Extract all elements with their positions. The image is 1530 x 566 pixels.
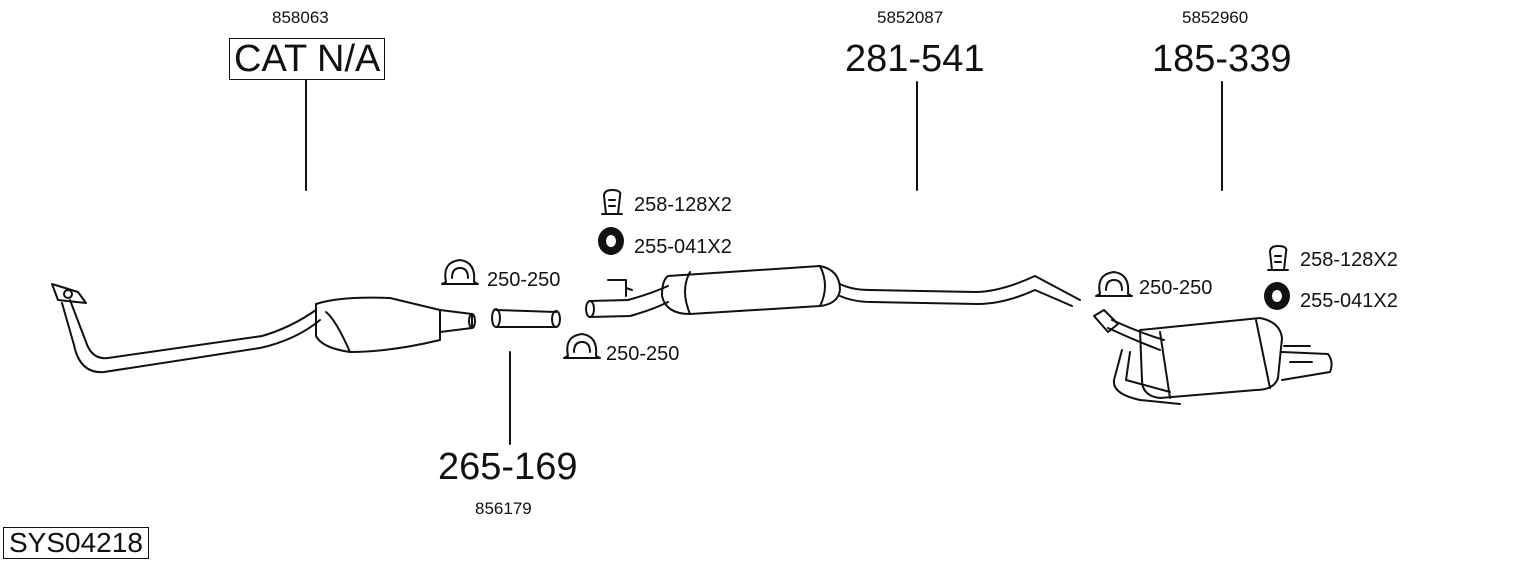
part-number-rear-silencer: 185-339 xyxy=(1152,38,1292,80)
bracket-icon xyxy=(1267,245,1289,271)
accessory-label-bracket: 258-128X2 xyxy=(1300,249,1398,271)
rubber-hanger-icon xyxy=(598,227,624,255)
accessory-label-clamp: 250-250 xyxy=(487,269,561,291)
accessory-label-bracket: 258-128X2 xyxy=(634,194,732,216)
oem-number-intermediate-pipe: 856179 xyxy=(475,499,532,518)
system-code-label: SYS04218 xyxy=(3,527,149,559)
clamp-icon xyxy=(1095,271,1133,297)
oem-number-cat: 858063 xyxy=(272,8,329,27)
part-number-cat: CAT N/A xyxy=(229,38,386,80)
accessory-label-clamp: 250-250 xyxy=(606,343,680,365)
rubber-hanger-icon xyxy=(1264,282,1290,310)
rear-silencer xyxy=(1093,309,1333,405)
part-number-middle-silencer: 281-541 xyxy=(845,38,985,80)
intermediate-pipe xyxy=(491,308,561,328)
clamp-icon xyxy=(563,333,601,359)
middle-silencer xyxy=(585,265,1081,318)
oem-number-middle-silencer: 5852087 xyxy=(877,8,944,27)
front-pipe-catalytic-converter xyxy=(51,283,476,374)
accessory-label-rubber-hanger: 255-041X2 xyxy=(1300,290,1398,312)
part-number-intermediate-pipe: 265-169 xyxy=(438,446,578,488)
accessory-label-rubber-hanger: 255-041X2 xyxy=(634,236,732,258)
bracket-icon xyxy=(601,189,623,215)
oem-number-rear-silencer: 5852960 xyxy=(1182,8,1249,27)
accessory-label-clamp: 250-250 xyxy=(1139,277,1213,299)
clamp-icon xyxy=(441,259,479,285)
